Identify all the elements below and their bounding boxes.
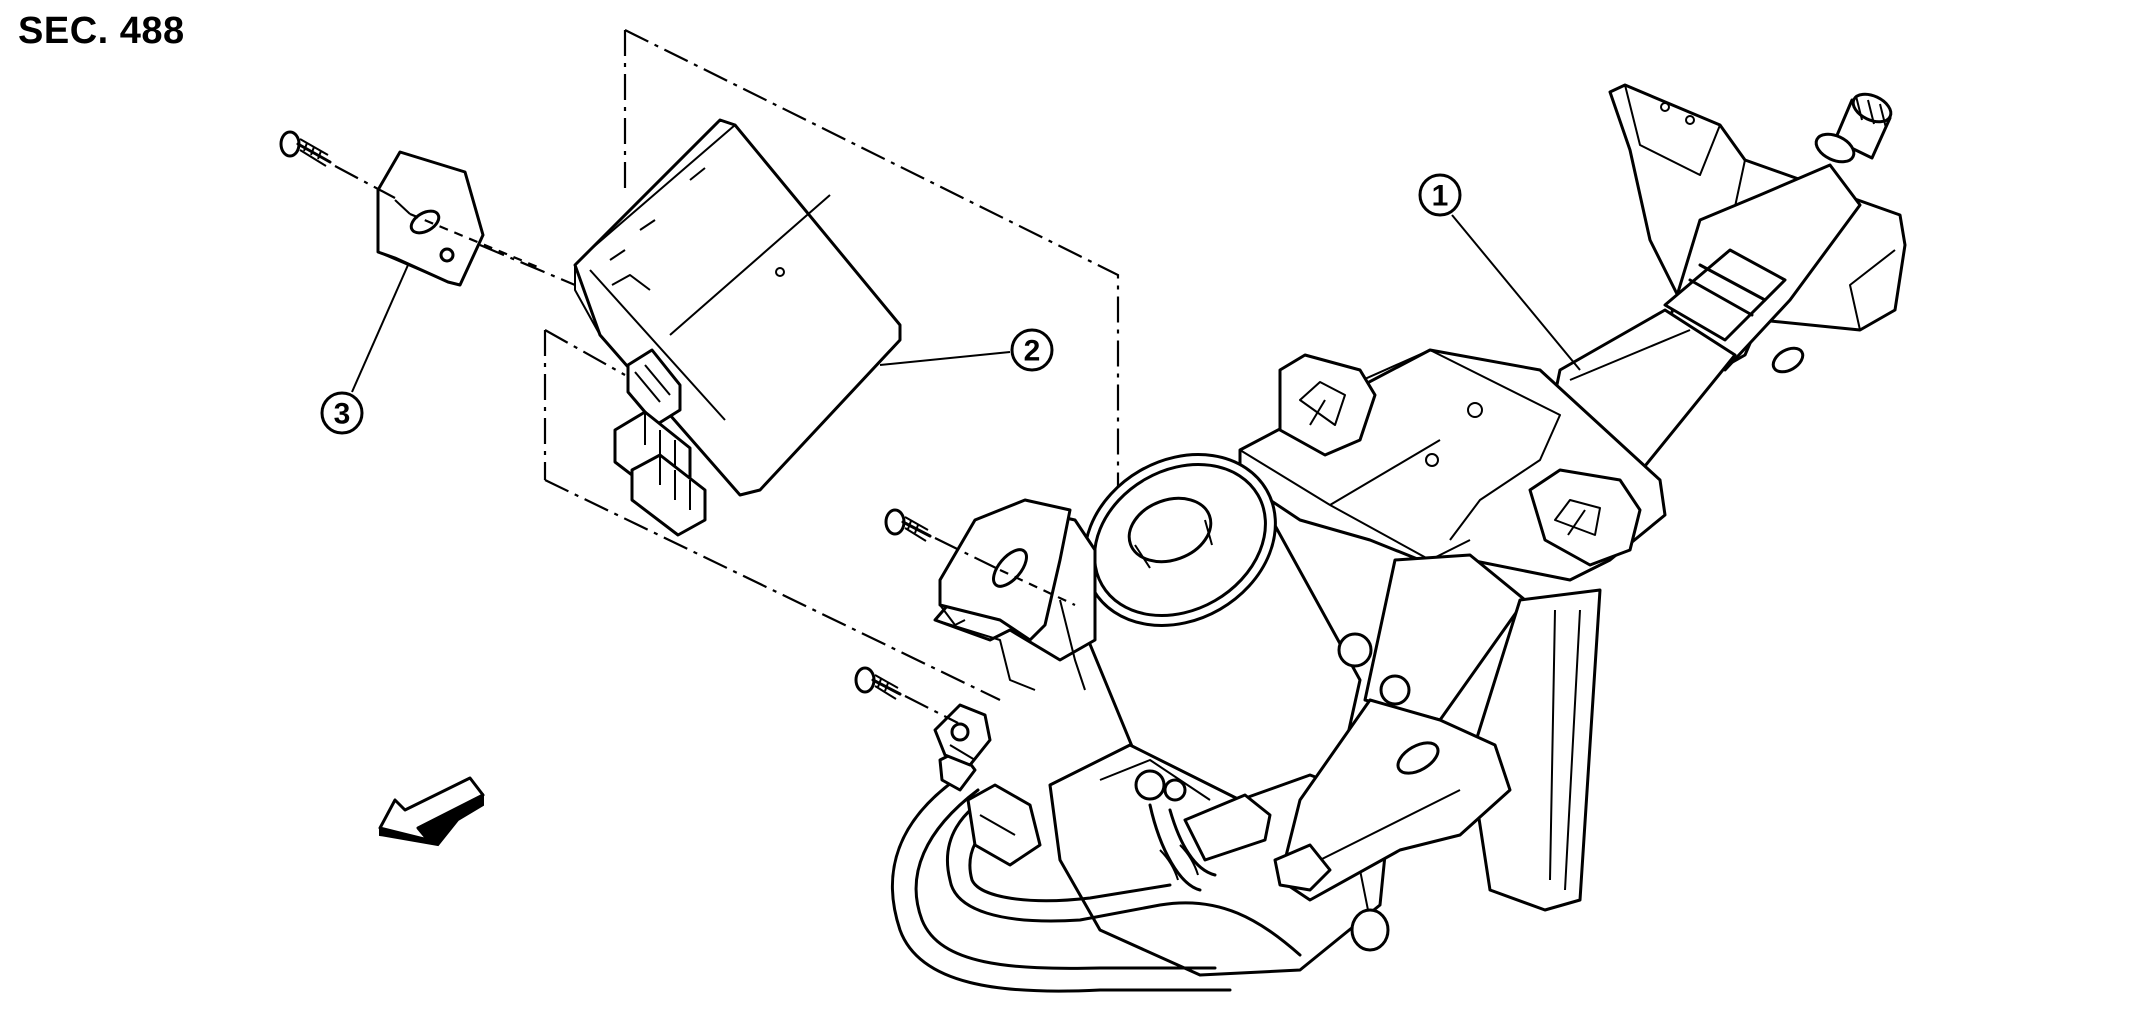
callout-3-label: 3	[334, 398, 351, 431]
callout-1: 1	[1418, 173, 1581, 371]
bracket-part	[376, 150, 485, 287]
bolt-icon	[854, 666, 902, 700]
lower-column-mechanism	[891, 508, 1512, 993]
bolt-icon	[884, 508, 932, 542]
section-label: SEC. 488	[18, 10, 185, 52]
front-direction-arrow-icon	[378, 776, 485, 847]
assist-motor	[1078, 453, 1362, 807]
callout-2: 2	[879, 328, 1054, 372]
callout-2-label: 2	[1024, 335, 1041, 368]
callout-1-label: 1	[1432, 180, 1449, 213]
bolt-icon	[279, 130, 332, 167]
callout-3: 3	[320, 264, 409, 435]
motor-clip-plate	[938, 498, 1072, 642]
steering-column-part	[1238, 83, 1907, 912]
control-unit-part	[573, 118, 902, 537]
